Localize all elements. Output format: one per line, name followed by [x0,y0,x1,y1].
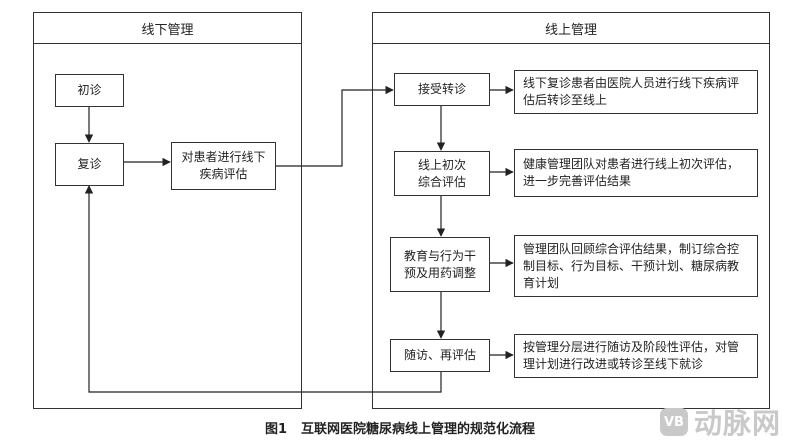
first-visit-box: 初诊 [55,74,124,107]
online-desc-initial-assessment: 健康管理团队对患者进行线上初次评估，进一步完善评估结果 [514,149,758,197]
online-desc-education-intervention: 管理团队回顾综合评估结果，制订综合控制目标、行为目标、干预计划、糖尿病教育计划 [514,235,758,297]
figure-number: 图1 [264,422,288,437]
arrow-assess-to-online [276,85,394,167]
arrow-followup-to-return [84,185,442,393]
online-step-accept-referral: 接受转诊 [394,73,490,106]
offline-assessment-box: 对患者进行线下 疾病评估 [171,142,276,190]
offline-panel-title: 线下管理 [34,13,301,44]
figure-caption-text: 互联网医院糖尿病线上管理的规范化流程 [301,422,536,437]
online-desc-accept-referral: 线下复诊患者由医院人员进行线下疾病评估后转诊至线上 [514,70,758,114]
online-panel-title: 线上管理 [373,13,769,44]
online-step-followup: 随访、再评估 [390,339,490,372]
online-step-initial-assessment: 线上初次 综合评估 [394,151,490,196]
watermark: VB 动脉网 [660,402,781,442]
watermark-logo-icon: VB [660,408,688,436]
online-step-education-intervention: 教育与行为干 预及用药调整 [390,237,490,292]
figure-caption: 图1 互联网医院糖尿病线上管理的规范化流程 [0,418,800,437]
online-desc-followup: 按管理分层进行随访及阶段性评估，对管理计划进行改进或转诊至线下就诊 [514,334,758,378]
watermark-text: 动脉网 [694,407,782,440]
return-visit-box: 复诊 [55,143,124,186]
